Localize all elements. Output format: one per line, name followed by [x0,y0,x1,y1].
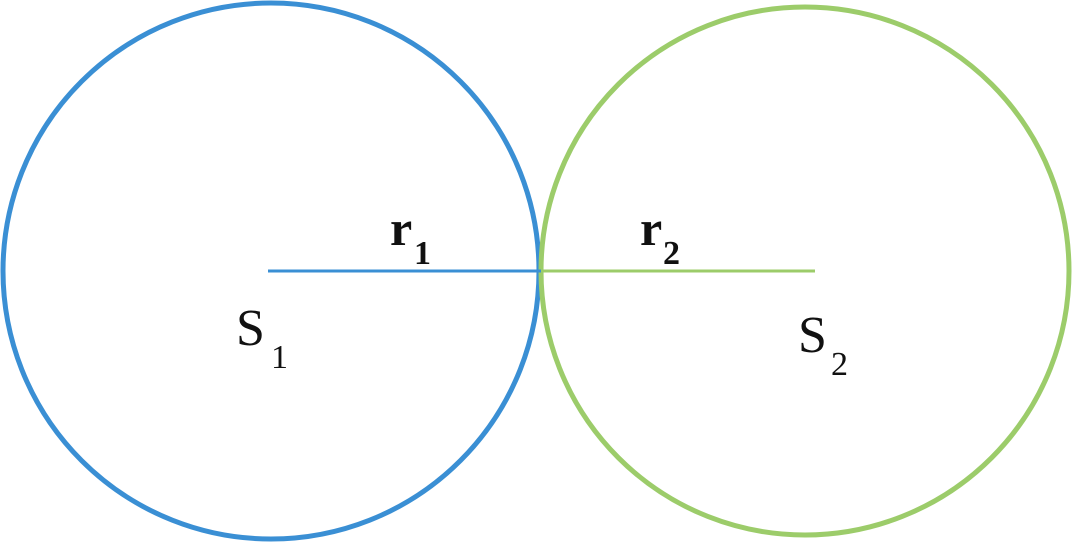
label-s2: S 2 [798,307,848,383]
label-r2-main: r [640,200,662,256]
label-s2-main: S [798,307,827,364]
label-r1-sub: 1 [414,235,431,272]
label-s1: S 1 [236,300,288,376]
label-s1-sub: 1 [271,339,288,376]
label-r2: r 2 [640,200,680,272]
label-r1: r 1 [390,200,431,272]
label-r1-main: r [390,200,412,256]
label-s2-sub: 2 [831,346,848,383]
label-r2-sub: 2 [663,235,680,272]
label-s1-main: S [236,300,265,357]
